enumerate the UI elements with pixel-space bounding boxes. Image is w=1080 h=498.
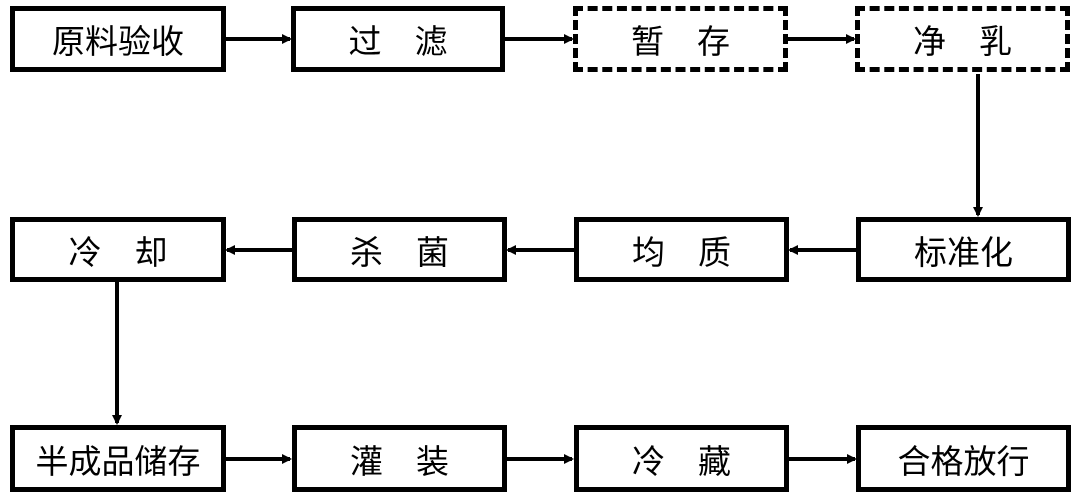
step-refrigerate: 冷 藏 (574, 425, 789, 492)
step-standardize: 标准化 (856, 217, 1071, 282)
step-sterilize: 杀 菌 (292, 217, 507, 282)
step-homogenize: 均 质 (574, 217, 789, 282)
step-cool: 冷 却 (10, 217, 226, 282)
step-release: 合格放行 (856, 425, 1071, 492)
step-filter: 过 滤 (291, 6, 505, 72)
step-temp-storage: 暂 存 (573, 6, 788, 72)
step-label: 杀 菌 (350, 232, 449, 272)
step-label: 均 质 (632, 232, 731, 272)
step-label: 过 滤 (348, 22, 448, 61)
step-label: 暂 存 (631, 22, 730, 61)
step-clarify: 净 乳 (855, 6, 1070, 72)
step-label: 标准化 (914, 232, 1013, 272)
step-label: 原料验收 (52, 22, 184, 61)
step-label: 冷 却 (68, 232, 168, 272)
step-semi-storage: 半成品储存 (10, 425, 226, 492)
step-label: 合格放行 (897, 441, 1030, 481)
step-label: 半成品储存 (35, 441, 201, 481)
step-fill: 灌 装 (292, 425, 507, 492)
step-raw-intake: 原料验收 (10, 6, 226, 72)
step-label: 灌 装 (350, 441, 449, 481)
step-label: 净 乳 (913, 22, 1012, 61)
step-label: 冷 藏 (632, 441, 731, 481)
